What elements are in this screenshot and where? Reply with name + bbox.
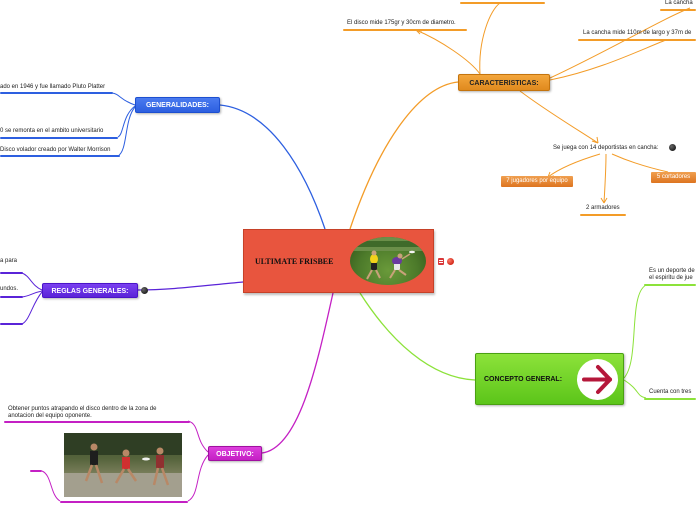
cancha-item: La cancha mide 110m de largo y 37m de (583, 30, 692, 36)
arrow-right-icon (577, 359, 618, 400)
generalidades-item-2: 0 se remonta en el ambito universitario (0, 128, 104, 134)
underline (0, 137, 118, 139)
objetivo-topic[interactable]: OBJETIVO: (208, 446, 262, 461)
reglas-item-2: undos. (0, 286, 19, 292)
generalidades-item-3: Disco volador creado por Walter Morrison (0, 147, 111, 153)
central-topic[interactable]: ULTIMATE FRISBEE (243, 229, 434, 293)
underline (4, 421, 190, 423)
concepto-item-2: el espiritu de jue (649, 275, 693, 281)
underline (644, 398, 696, 400)
globe-icon[interactable] (447, 258, 454, 265)
reglas-item-1: a para (0, 258, 18, 264)
underline (30, 470, 42, 472)
underline (580, 214, 626, 216)
frisbee-photo (350, 237, 426, 285)
notes-icon[interactable] (438, 258, 444, 265)
underline (644, 284, 696, 286)
concepto-title: CONCEPTO GENERAL: (484, 376, 563, 383)
cortadores-item[interactable]: 5 cortadores (651, 172, 696, 183)
caracteristicas-topic[interactable]: CARACTERISTICAS: (458, 74, 550, 91)
underline (0, 155, 120, 157)
underline (343, 29, 467, 31)
armadores-item: 2 armadores (586, 205, 620, 211)
reglas-generales-topic[interactable]: REGLAS GENERALES: (42, 283, 138, 298)
concepto-item-3: Cuenta con tres (649, 389, 692, 395)
generalidades-topic[interactable]: GENERALIDADES: (135, 97, 220, 113)
generalidades-item-1: ado en 1946 y fue llamado Pluto Platter (0, 84, 106, 90)
underline (0, 272, 23, 274)
underline (460, 2, 545, 4)
concepto-item-1: Es un deporte de (649, 268, 695, 274)
globe-icon[interactable] (669, 144, 676, 151)
cancha-item-top: La cancha (665, 0, 693, 6)
disco-item: El disco mide 175gr y 30cm de diametro. (347, 20, 456, 26)
underline (0, 92, 113, 94)
underline (660, 9, 696, 11)
underline (0, 296, 23, 298)
objetivo-text: Obtener puntos atrapando el disco dentro… (8, 406, 157, 419)
deportistas-item: Se juega con 14 deportistas en cancha: (553, 145, 659, 151)
jugadores-item[interactable]: 7 jugadores por equipo (501, 176, 573, 187)
underline (0, 323, 23, 325)
concepto-general-topic[interactable]: CONCEPTO GENERAL: (475, 353, 624, 405)
underline (578, 39, 696, 41)
objetivo-photo (64, 433, 182, 497)
central-title: ULTIMATE FRISBEE (255, 257, 334, 266)
globe-icon[interactable] (141, 287, 148, 294)
underline (60, 501, 188, 503)
